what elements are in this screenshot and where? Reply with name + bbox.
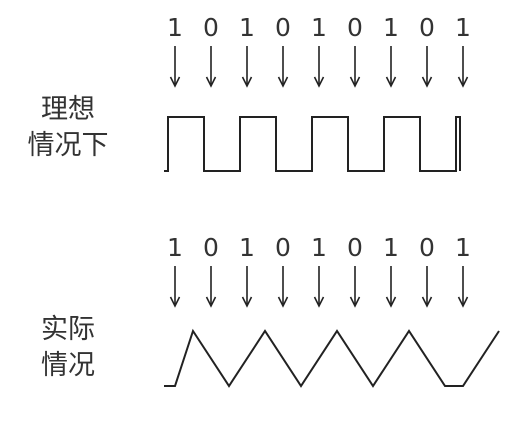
triangle-waveform (164, 328, 500, 388)
bit-label: 0 (347, 233, 363, 262)
down-arrow-icon (313, 266, 325, 308)
bit-label: 1 (311, 13, 327, 42)
down-arrow-icon (241, 46, 253, 88)
bit-label: 0 (275, 233, 291, 262)
down-arrow-icon (349, 46, 361, 88)
bit-label: 0 (203, 233, 219, 262)
square-waveform (164, 116, 461, 172)
down-arrow-icon (421, 266, 433, 308)
down-arrow-icon (277, 266, 289, 308)
bit-label: 0 (275, 13, 291, 42)
bit-label: 1 (167, 233, 183, 262)
down-arrow-icon (421, 46, 433, 88)
bit-label: 1 (455, 233, 471, 262)
down-arrow-icon (277, 46, 289, 88)
bit-label: 1 (455, 13, 471, 42)
label-real: 实际 情况 (18, 312, 118, 384)
real-arrow-row (169, 266, 469, 308)
bit-label: 1 (239, 13, 255, 42)
label-ideal-line-1: 理想 (41, 94, 95, 125)
down-arrow-icon (385, 266, 397, 308)
down-arrow-icon (457, 266, 469, 308)
down-arrow-icon (205, 46, 217, 88)
bit-label: 1 (167, 13, 183, 42)
bit-label: 0 (419, 13, 435, 42)
down-arrow-icon (169, 266, 181, 308)
label-real-line-2: 情况 (41, 350, 95, 381)
bit-label: 1 (239, 233, 255, 262)
down-arrow-icon (313, 46, 325, 88)
down-arrow-icon (205, 266, 217, 308)
bit-label: 0 (419, 233, 435, 262)
bit-label: 0 (347, 13, 363, 42)
label-real-line-1: 实际 (41, 314, 95, 345)
bit-label: 1 (311, 233, 327, 262)
ideal-arrow-row (169, 46, 469, 88)
bit-label: 1 (383, 233, 399, 262)
down-arrow-icon (457, 46, 469, 88)
bit-label: 0 (203, 13, 219, 42)
down-arrow-icon (349, 266, 361, 308)
label-ideal-line-2: 情况下 (27, 130, 109, 161)
label-ideal: 理想 情况下 (18, 92, 118, 164)
down-arrow-icon (385, 46, 397, 88)
down-arrow-icon (169, 46, 181, 88)
down-arrow-icon (241, 266, 253, 308)
bit-label: 1 (383, 13, 399, 42)
